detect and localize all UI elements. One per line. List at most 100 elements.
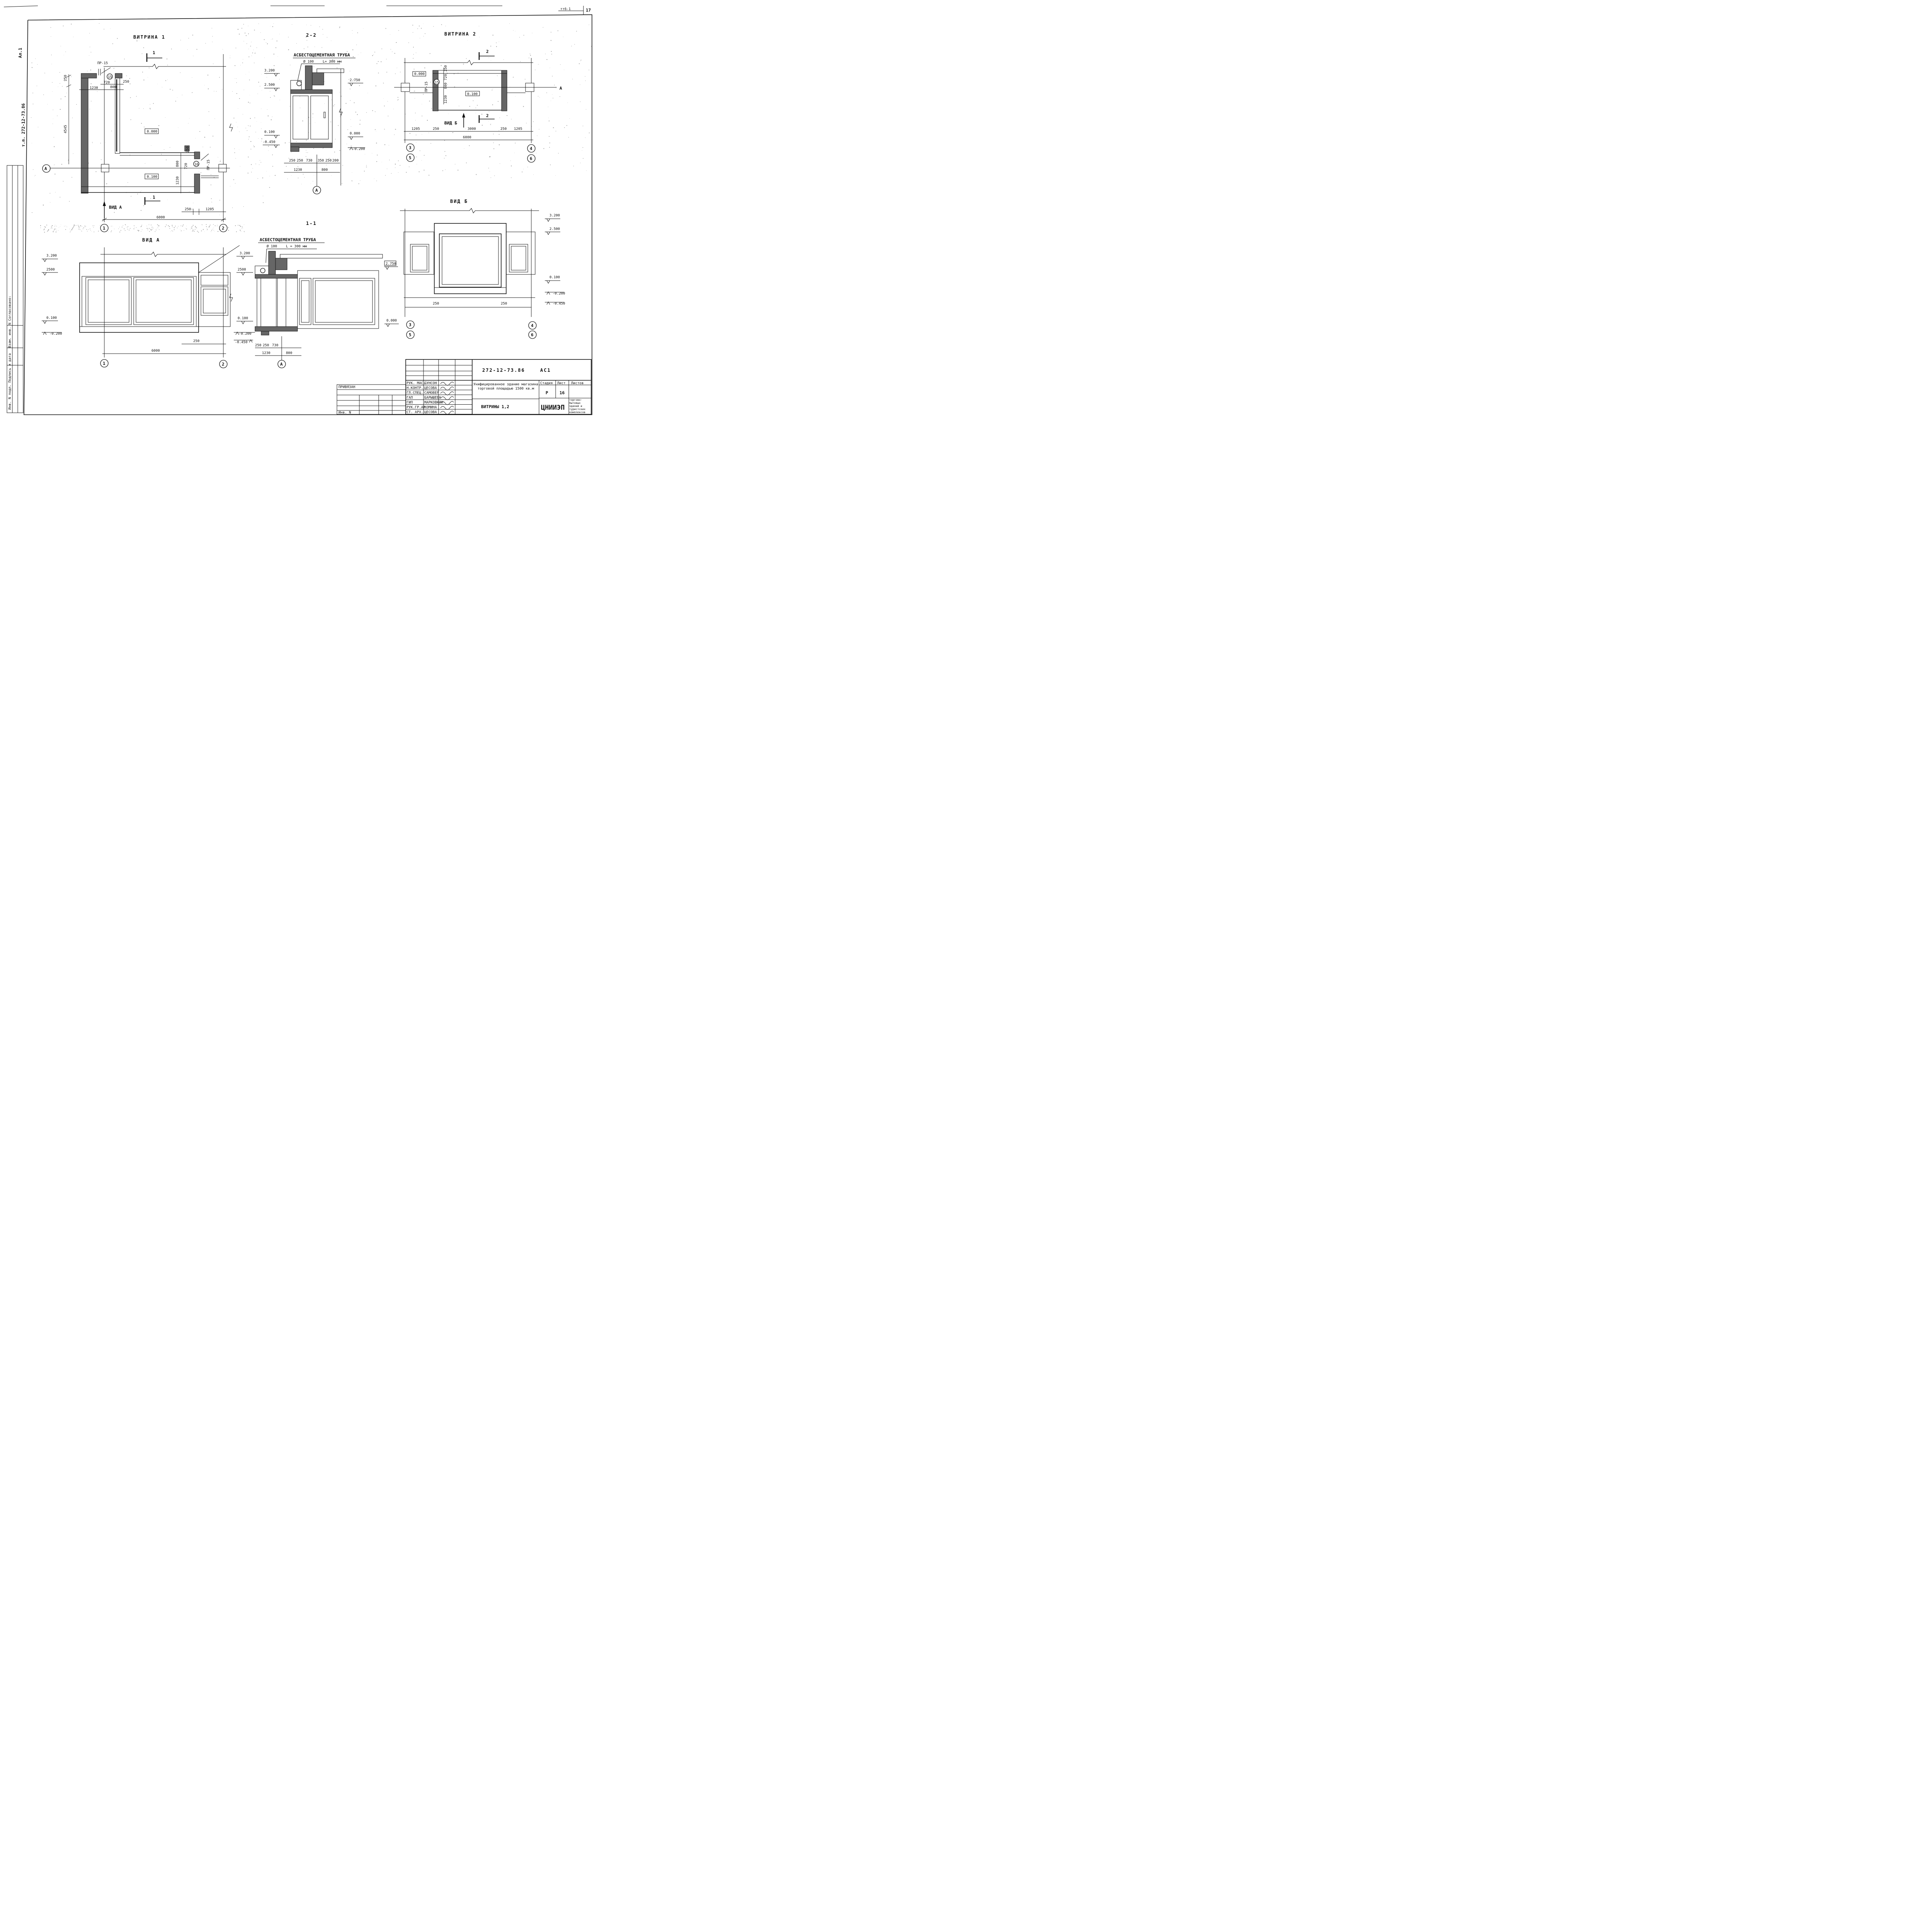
v2-dim-720: 720 bbox=[444, 74, 448, 80]
noise-speck bbox=[373, 54, 374, 55]
noise-speck bbox=[46, 225, 47, 226]
vb-axis-5: 5 bbox=[409, 332, 412, 337]
noise-speck bbox=[199, 131, 200, 132]
noise-speck bbox=[444, 140, 445, 141]
section-1-1: 1-1 АСБЕСТОЦЕМЕНТНАЯ ТРУБА Ø 100 L = 300… bbox=[234, 221, 399, 368]
v1-dim-6000: 6000 bbox=[156, 216, 165, 220]
s22-level-3200: 3.200 bbox=[264, 69, 275, 73]
noise-speck bbox=[239, 225, 240, 226]
noise-speck bbox=[86, 229, 87, 230]
noise-speck bbox=[35, 58, 36, 59]
noise-speck bbox=[34, 176, 35, 177]
noise-speck bbox=[275, 175, 276, 176]
noise-speck bbox=[274, 95, 275, 96]
noise-speck bbox=[124, 228, 125, 229]
noise-speck bbox=[125, 230, 126, 231]
noise-speck bbox=[345, 103, 347, 104]
noise-speck bbox=[341, 96, 342, 97]
noise-speck bbox=[334, 152, 335, 153]
vitrina-1-plan: ВИТРИНА 1 1 ПР-15 15 bbox=[42, 34, 233, 232]
noise-speck bbox=[372, 110, 373, 111]
noise-speck bbox=[441, 24, 442, 25]
noise-speck bbox=[400, 165, 401, 166]
tb-role: РУК. МАС. bbox=[406, 381, 425, 385]
noise-speck bbox=[334, 104, 335, 105]
noise-speck bbox=[395, 163, 396, 165]
noise-speck bbox=[158, 225, 159, 226]
v2-dim-250a: 250 bbox=[433, 127, 439, 131]
v2-axis-a-label: А bbox=[560, 86, 562, 91]
noise-speck bbox=[303, 174, 304, 175]
noise-speck bbox=[383, 98, 384, 99]
noise-speck bbox=[146, 228, 148, 229]
noise-speck bbox=[158, 125, 160, 126]
noise-speck bbox=[356, 44, 357, 45]
noise-speck bbox=[211, 230, 212, 231]
noise-speck bbox=[119, 232, 120, 233]
s22-dim-250b: 250 bbox=[297, 159, 303, 163]
noise-speck bbox=[209, 226, 210, 227]
noise-speck bbox=[445, 169, 446, 170]
noise-speck bbox=[352, 33, 353, 34]
tb-role: Н.КОНТР. bbox=[406, 386, 423, 390]
noise-speck bbox=[415, 120, 416, 121]
v2-dim-250b: 250 bbox=[500, 127, 507, 131]
noise-speck bbox=[175, 100, 176, 102]
noise-speck bbox=[228, 227, 229, 228]
s11-level-minus-0450: -0.450 bbox=[235, 340, 248, 344]
section-11-pipe-label: АСБЕСТОЦЕМЕНТНАЯ ТРУБА bbox=[260, 237, 316, 242]
noise-speck bbox=[54, 174, 56, 175]
noise-speck bbox=[158, 225, 160, 226]
va-dim-250: 250 bbox=[193, 339, 199, 343]
noise-speck bbox=[422, 116, 423, 117]
noise-speck bbox=[356, 80, 357, 81]
noise-speck bbox=[236, 82, 237, 83]
noise-speck bbox=[181, 230, 182, 232]
noise-speck bbox=[172, 231, 173, 232]
noise-speck bbox=[60, 197, 61, 198]
noise-speck bbox=[54, 229, 55, 230]
noise-speck bbox=[141, 123, 142, 124]
noise-speck bbox=[406, 172, 407, 173]
vb-level-minus-0200: -0.200 bbox=[553, 292, 565, 296]
noise-speck bbox=[149, 228, 150, 229]
noise-speck bbox=[144, 126, 145, 128]
noise-speck bbox=[134, 227, 135, 228]
v2-axis-4: 4 bbox=[530, 146, 532, 151]
noise-speck bbox=[60, 109, 61, 110]
noise-speck bbox=[195, 229, 196, 230]
noise-speck bbox=[169, 226, 170, 227]
s22-level-0000: 0.000 bbox=[350, 132, 360, 136]
tb-role-name: КОМИНА bbox=[424, 406, 437, 410]
noise-speck bbox=[52, 91, 53, 92]
noise-speck bbox=[118, 228, 119, 229]
noise-speck bbox=[482, 125, 483, 126]
noise-speck bbox=[47, 231, 48, 232]
s22-level-0100: 0.100 bbox=[264, 130, 275, 134]
stamp-agreed: Согласовано: bbox=[8, 296, 12, 321]
noise-speck bbox=[473, 100, 474, 101]
noise-speck bbox=[330, 121, 331, 123]
noise-speck bbox=[189, 118, 190, 119]
noise-speck bbox=[463, 63, 464, 65]
noise-speck bbox=[136, 96, 137, 97]
noise-speck bbox=[359, 85, 360, 86]
noise-speck bbox=[117, 38, 118, 39]
tb-signature bbox=[440, 396, 454, 400]
noise-speck bbox=[130, 155, 131, 156]
vb-level-0100: 0.100 bbox=[549, 276, 560, 279]
noise-speck bbox=[114, 212, 115, 213]
noise-speck bbox=[206, 224, 207, 225]
s22-dim-250a: 250 bbox=[289, 159, 295, 163]
vb-axis-3: 3 bbox=[409, 322, 412, 327]
noise-speck bbox=[419, 26, 420, 27]
noise-speck bbox=[233, 117, 235, 119]
vb-dim-250b: 250 bbox=[501, 302, 507, 306]
noise-speck bbox=[129, 78, 130, 79]
noise-speck bbox=[291, 175, 292, 176]
noise-speck bbox=[366, 112, 367, 113]
noise-speck bbox=[546, 59, 548, 60]
noise-speck bbox=[347, 129, 348, 130]
noise-speck bbox=[73, 226, 74, 227]
noise-speck bbox=[566, 125, 567, 126]
